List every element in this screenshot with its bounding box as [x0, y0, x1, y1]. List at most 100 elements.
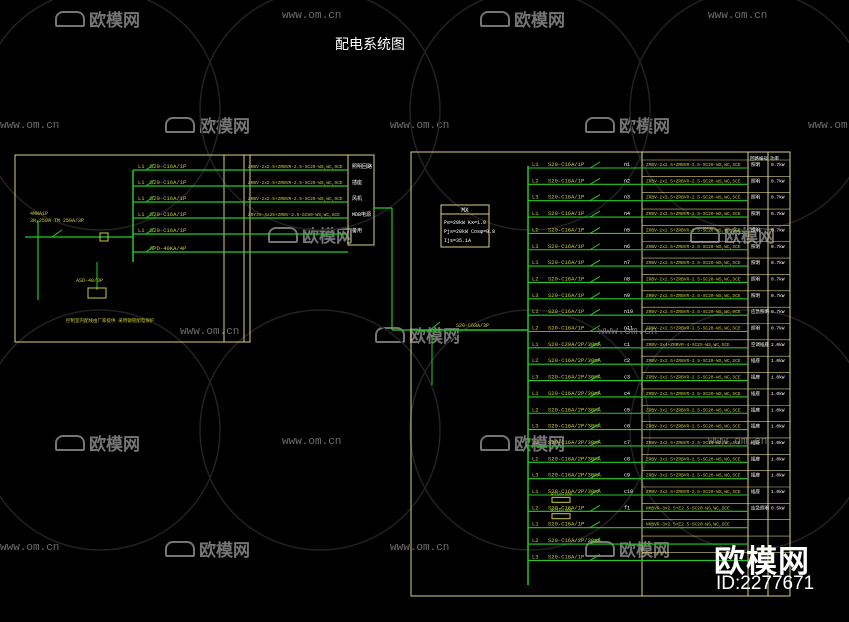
main-breaker-label: 4MWA1P — [30, 211, 48, 217]
left-circuit-switch-1 — [145, 163, 155, 171]
right-circuit-cable-2: ZRBV-2x2.5+ZRBVR-2.5-SC20-WS,WC,SCE — [646, 178, 741, 184]
left-circuit-use-4: MDB电源 — [352, 211, 371, 218]
right-circuit-switch-4 — [589, 210, 601, 218]
left-circuit-cable-2: ZRBV-2x2.5+ZRBVR-2.5-SC20-WS,WC,SCE — [248, 180, 343, 186]
right-circuit-cable-6: ZRBV-2x2.5+ZRBVR-2.5-SC20-WS,WC,SCE — [646, 244, 741, 250]
right-circuit-switch-12 — [589, 341, 601, 349]
right-circuit-power-12: 2.0kW — [771, 342, 785, 348]
right-circuit-no-22: f1 — [624, 505, 630, 511]
left-circuit-switch-5 — [145, 227, 155, 235]
spd-label: ASD-40/3P — [76, 278, 103, 284]
right-circuit-breaker-14: S20-C16A/2P/30mA — [548, 374, 602, 381]
right-circuit-switch-18 — [589, 439, 601, 447]
left-circuit-use-1: 照明回路 — [352, 163, 372, 170]
left-circuit-use-5: 备用 — [352, 227, 362, 234]
right-circuit-power-15: 1.0kW — [771, 391, 785, 397]
right-circuit-breaker-19: S20-C16A/2P/30mA — [548, 455, 602, 462]
right-circuit-use-3: 照明 — [751, 195, 760, 201]
right-circuit-phase-3: L3 — [532, 194, 539, 201]
watermark-url: www.om.cn — [0, 542, 60, 554]
watermark-arc — [199, 309, 441, 551]
watermark-logo: 欧模网 — [268, 222, 353, 247]
watermark-logo: 欧模网 — [55, 430, 140, 455]
right-incoming-switch — [429, 321, 441, 331]
watermark-arc — [0, 0, 221, 231]
right-circuit-no-11: n11 — [624, 326, 633, 332]
watermark-url: www.om.cn — [390, 542, 450, 554]
left-circuit-phase-3: L1 — [138, 195, 145, 202]
right-circuit-power-4: 0.7kW — [771, 211, 785, 217]
right-circuit-phase-8: L2 — [532, 275, 539, 282]
right-circuit-phase-14: L3 — [532, 374, 539, 381]
right-circuit-power-3: 0.7kW — [771, 195, 785, 201]
right-circuit-phase-18: L1 — [532, 439, 539, 446]
right-circuit-power-22: 0.5kW — [771, 505, 785, 511]
left-panel-frame — [14, 154, 245, 343]
right-circuit-phase-4: L1 — [532, 210, 539, 217]
right-circuit-use-4: 照明 — [751, 211, 760, 217]
right-circuit-switch-1 — [589, 161, 601, 169]
right-circuit-use-8: 照明 — [751, 276, 760, 282]
watermark-arc — [409, 0, 651, 231]
right-circuit-use-12: 空调插座 — [751, 341, 769, 348]
right-circuit-breaker-11: S20-C16A/1P — [548, 325, 584, 332]
right-circuit-no-2: n2 — [624, 178, 630, 184]
watermark-url: www.om.cn — [282, 436, 342, 448]
left-circuit-switch-4 — [145, 211, 155, 219]
right-panel-use-column — [747, 151, 769, 597]
right-circuit-no-5: n5 — [624, 227, 630, 233]
left-circuit-breaker-4: S20-C16A/1P — [150, 211, 186, 218]
right-circuit-no-4: n4 — [624, 211, 630, 217]
right-circuit-phase-25: L3 — [532, 553, 539, 560]
right-circuit-breaker-24: S20-C16A/2P/30mA — [548, 537, 602, 544]
left-circuit-breaker-1: S20-C16A/1P — [150, 163, 186, 170]
right-circuit-fuse-label-22: RT18-10A — [551, 491, 573, 497]
right-circuit-use-9: 照明 — [751, 293, 760, 299]
right-circuit-no-3: n3 — [624, 195, 630, 201]
watermark-arc — [0, 309, 221, 551]
right-circuit-switch-25 — [589, 553, 601, 561]
right-circuit-cable-12: ZRBV-3x4+ZRBVR-4-SC25-WS,WC,SCE — [646, 342, 730, 348]
left-circuit-switch-3 — [145, 195, 155, 203]
right-circuit-use-7: 照明 — [751, 260, 760, 266]
right-circuit-power-2: 0.7kW — [771, 178, 785, 184]
left-panel-cable-column — [223, 154, 251, 343]
right-circuit-no-21: c10 — [624, 489, 633, 495]
watermark-arc — [629, 0, 849, 231]
right-circuit-breaker-9: S20-C16A/1P — [548, 292, 584, 299]
right-circuit-use-16: 插座 — [751, 406, 760, 413]
right-circuit-power-10: 0.7kW — [771, 309, 785, 315]
watermark-url: www.om.cn — [390, 120, 450, 132]
right-circuit-use-10: 应急照明 — [751, 308, 769, 315]
right-circuit-use-20: 插座 — [751, 472, 760, 479]
right-circuit-power-8: 0.7kW — [771, 276, 785, 282]
right-circuit-switch-3 — [589, 194, 601, 202]
right-circuit-no-15: c4 — [624, 391, 630, 397]
right-circuit-power-11: 0.7kW — [771, 326, 785, 332]
right-circuit-use-13: 插座 — [751, 357, 760, 364]
right-circuit-phase-1: L1 — [532, 161, 539, 168]
watermark-url: www.om.cn — [180, 326, 240, 338]
right-circuit-switch-14 — [589, 374, 601, 381]
right-circuit-switch-15 — [589, 390, 601, 398]
right-circuit-use-2: 照明 — [751, 178, 760, 184]
right-circuit-cable-10: ZRBV-2x2.5+ZRBVR-2.5-SC20-WS,WC,SCE — [646, 309, 741, 315]
right-circuit-phase-12: L1 — [532, 341, 539, 348]
left-circuit-breaker-6: SPD-40KA/4P — [150, 245, 186, 252]
right-circuit-cable-15: ZRBV-3x2.5+ZRBVR-2.5-SC20-WS,WC,SCE — [646, 391, 741, 397]
right-circuit-phase-20: L3 — [532, 472, 539, 479]
watermark-url: www.om.cn — [0, 120, 60, 132]
right-circuit-no-17: c6 — [624, 424, 630, 430]
right-circuit-phase-16: L2 — [532, 406, 539, 413]
page-title: 配电系统图 — [335, 37, 405, 53]
right-circuit-switch-11 — [589, 325, 601, 332]
left-circuit-breaker-3: S20-C16A/1P — [150, 195, 186, 202]
right-circuit-cable-22: NHBVR-3x2.5+E2.5-SC20-WS,WC,SCE — [646, 505, 730, 511]
right-circuit-cable-1: ZRBV-2x2.5+ZRBVR-2.5-SC20-WS,WC,SCE — [646, 162, 741, 168]
right-circuit-switch-7 — [589, 259, 601, 267]
right-circuit-fuse-22 — [551, 496, 571, 503]
right-circuit-power-13: 1.0kW — [771, 358, 785, 364]
right-circuit-switch-20 — [589, 472, 601, 480]
